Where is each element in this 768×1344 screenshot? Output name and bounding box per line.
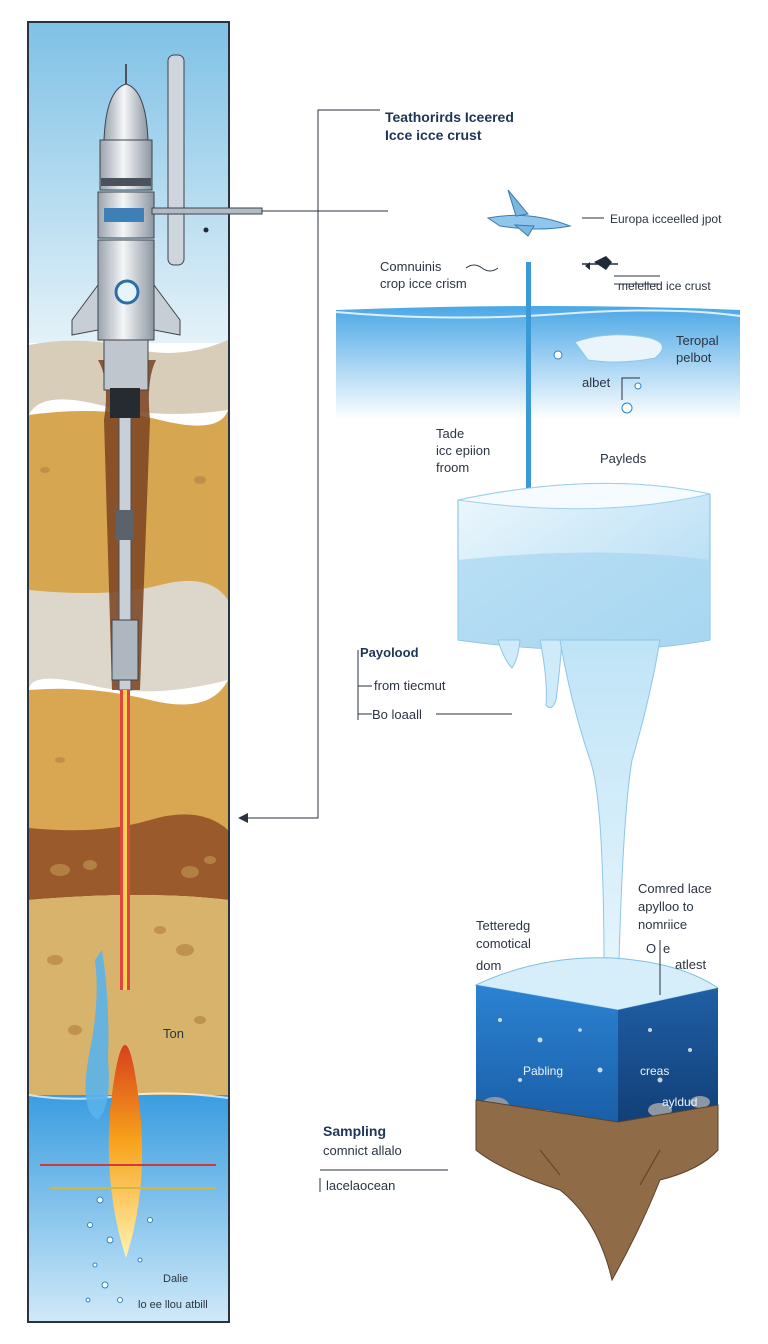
label-cored-3: nomriice — [638, 917, 687, 932]
label-tethered-2: comotical — [476, 936, 531, 951]
label-melted-crust: melelled ice crust — [618, 279, 711, 293]
text-labels: Teathorirds Iceered Icce icce crust Euro… — [323, 109, 722, 1193]
label-cored-2: apylloo to — [638, 899, 694, 914]
right-illustration — [319, 189, 741, 1282]
label-creas: creas — [640, 1064, 669, 1078]
label-europa-pot: Europa icceelled jpot — [610, 212, 722, 226]
label-teropal-1: Teropal — [676, 333, 719, 348]
label-sampling-2: comnict allalo — [323, 1143, 402, 1158]
label-payload-title: Payolood — [360, 645, 419, 660]
label-cored-o: O — [646, 941, 656, 956]
label-bottom-caption: lo ee llou atbill — [138, 1299, 208, 1311]
label-tade-3: froom — [436, 460, 469, 475]
label-top-title-2: Icce icce crust — [385, 127, 482, 143]
label-tethered-1: Tetteredg — [476, 918, 530, 933]
label-payload-from: from tiecmut — [374, 678, 446, 693]
label-ayldud: ayldud — [662, 1095, 697, 1109]
label-pabling: Pabling — [523, 1064, 563, 1078]
connector-lines — [238, 109, 388, 823]
label-tethered-3: dom — [476, 958, 501, 973]
label-cored-1: Comred lace — [638, 881, 712, 896]
label-payload-bo: Bo loaall — [372, 707, 422, 722]
label-payleds: Payleds — [600, 451, 647, 466]
label-comm-1: Comnuinis — [380, 259, 442, 274]
label-bottom-dalie: Dalie — [163, 1273, 188, 1285]
label-cored-atlest: atlest — [675, 957, 706, 972]
label-sampling-3: lacelaocean — [326, 1178, 395, 1193]
label-top-title-1: Teathorirds Iceered — [385, 109, 514, 125]
label-comm-2: crop icce crism — [380, 276, 467, 291]
label-tade-1: Tade — [436, 426, 464, 441]
left-cross-section: Ton Dalie lo ee llou atbill — [27, 21, 263, 1323]
label-teropal-2: pelbot — [676, 350, 712, 365]
label-sampling-title: Sampling — [323, 1123, 386, 1139]
label-ton: Ton — [163, 1026, 184, 1041]
label-albet: albet — [582, 375, 611, 390]
label-cored-e: e — [663, 941, 670, 956]
label-tade-2: icc epiion — [436, 443, 490, 458]
probe-lander — [71, 54, 263, 418]
